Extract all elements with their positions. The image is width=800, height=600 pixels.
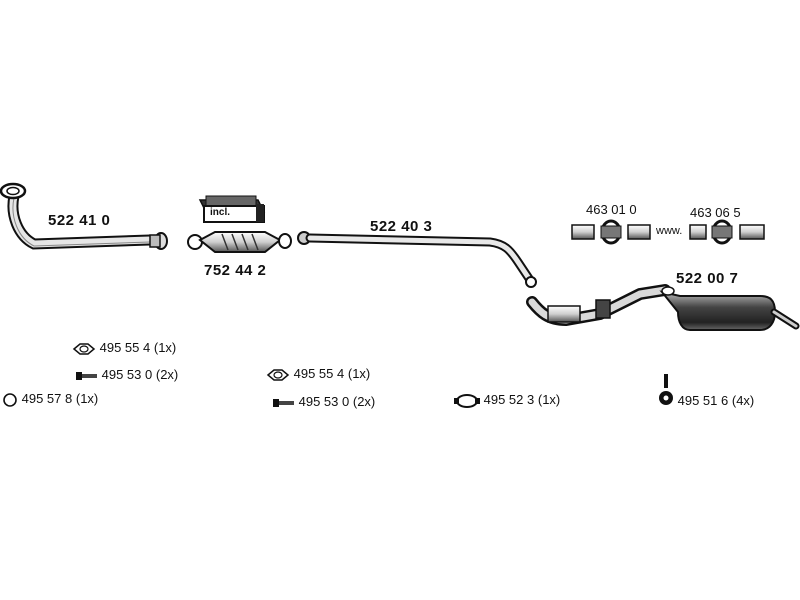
accessory-qty: (2x): [352, 394, 376, 409]
accessory-qty: (1x): [537, 392, 561, 407]
connector-a-drawing: [571, 219, 651, 245]
gasket-icon: [266, 368, 290, 381]
accessory-qty: (1x): [75, 391, 99, 406]
accessory-qty: (2x): [155, 367, 179, 382]
rear-silencer-label: 522 00 7: [676, 270, 739, 287]
accessory-number: 495 55 4: [293, 366, 345, 381]
hanger-icon: [659, 374, 673, 405]
catalyst-drawing: [187, 231, 292, 253]
ring-icon: [3, 392, 17, 407]
connector-a-label: 463 01 0: [586, 202, 637, 217]
accessory-item: 495 55 4 (1x): [266, 366, 370, 382]
accessory-number: 495 55 4: [99, 340, 151, 355]
gasket-icon: [72, 342, 96, 355]
accessory-number: 495 51 6: [677, 393, 729, 408]
accessory-qty: (1x): [347, 366, 371, 381]
accessory-number: 495 52 3: [483, 392, 535, 407]
accessory-number: 495 53 0: [298, 394, 350, 409]
front-pipe-label: 522 41 0: [48, 212, 111, 229]
accessory-number: 495 57 8: [21, 391, 73, 406]
catalyst-kit-label: incl.: [210, 207, 231, 218]
catalyst-kit-box: [198, 195, 266, 223]
middle-pipe-label: 522 40 3: [370, 218, 433, 235]
connector-b-drawing: [689, 219, 765, 245]
middle-pipe-drawing: [297, 231, 537, 288]
rear-silencer-drawing: [526, 284, 800, 331]
accessory-item: 495 55 4 (1x): [72, 340, 176, 356]
bolt-icon: [273, 398, 294, 407]
accessory-item: 495 57 8 (1x): [2, 391, 98, 408]
clamp-icon: [454, 393, 480, 408]
accessory-qty: (4x): [731, 393, 755, 408]
accessory-item: 495 51 6 (4x): [658, 374, 754, 408]
front-pipe-drawing: [0, 182, 168, 250]
connector-b-label: 463 06 5: [690, 205, 741, 220]
bolt-icon: [76, 371, 97, 380]
catalyst-label: 752 44 2: [204, 262, 267, 279]
accessory-item: 495 53 0 (2x): [76, 367, 178, 382]
accessory-qty: (1x): [153, 340, 177, 355]
accessory-number: 495 53 0: [101, 367, 153, 382]
accessory-item: 495 53 0 (2x): [273, 394, 375, 409]
connector-separator: www.: [656, 225, 683, 237]
accessory-item: 495 52 3 (1x): [454, 392, 560, 409]
